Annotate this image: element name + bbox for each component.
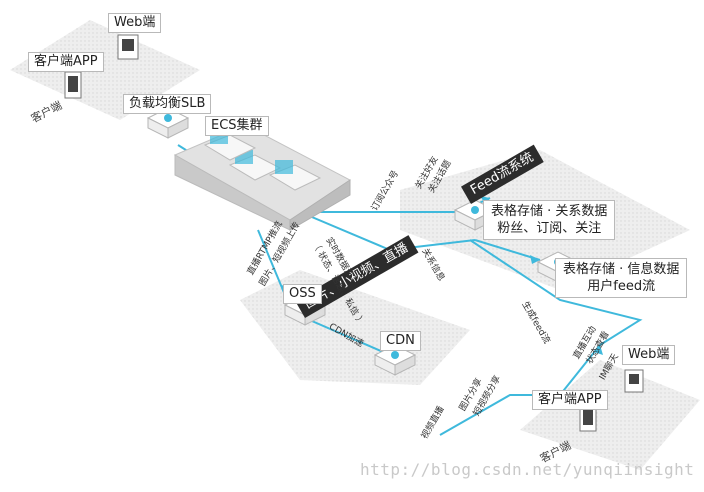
ecs-label: ECS集群: [205, 116, 269, 136]
web-device-icon-top: [117, 34, 139, 60]
table-relation-line2: 粉丝、订阅、关注: [497, 221, 602, 236]
web-bottom-label: Web端: [622, 345, 676, 365]
ecs-cluster-block: [173, 124, 351, 231]
table-store-relation-box: 表格存储 · 关系数据 粉丝、订阅、关注: [483, 200, 616, 240]
slb-label: 负载均衡SLB: [123, 94, 212, 114]
table-relation-line1: 表格存储 · 关系数据: [491, 204, 608, 219]
platform-client-bottom: [520, 360, 700, 470]
client-app-top-label: 客户端APP: [28, 52, 104, 72]
cdn-label: CDN: [380, 331, 421, 351]
oss-label: OSS: [283, 284, 322, 304]
client-app-bottom-label: 客户端APP: [532, 390, 608, 410]
web-top-label: Web端: [108, 13, 162, 33]
table-store-info-box: 表格存储 · 信息数据 用户feed流: [555, 258, 688, 298]
table-info-line1: 表格存储 · 信息数据: [563, 262, 680, 277]
watermark: http://blog.csdn.net/yunqiinsight: [360, 460, 695, 479]
phone-device-icon-top: [64, 71, 82, 99]
web-device-icon-bottom: [624, 369, 644, 393]
table-info-line2: 用户feed流: [587, 279, 656, 294]
